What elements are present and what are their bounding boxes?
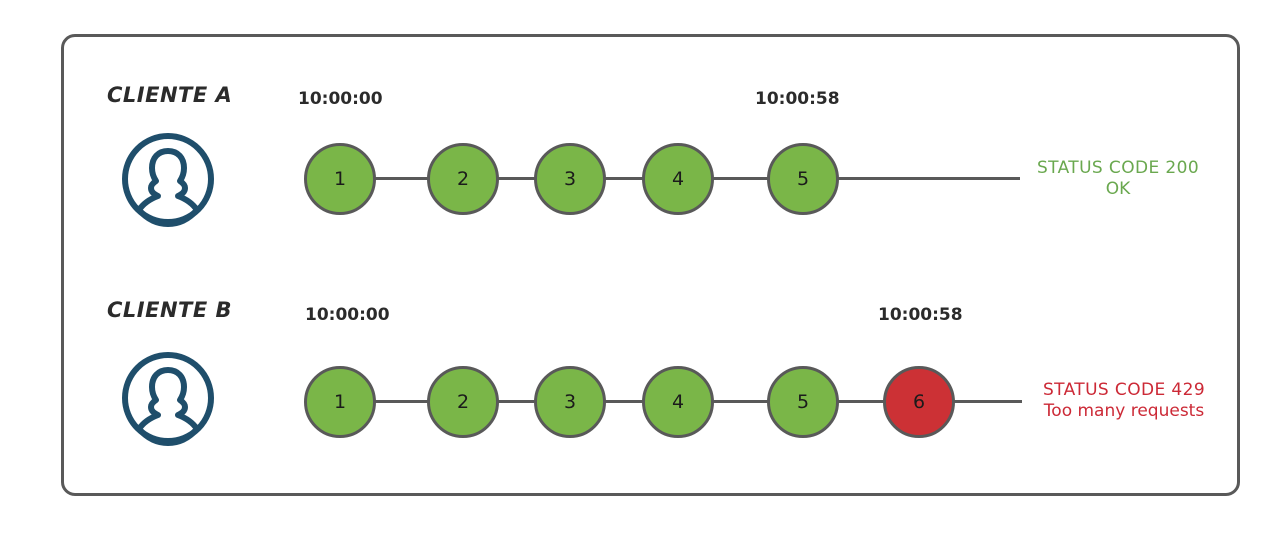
client-a-avatar bbox=[120, 131, 216, 232]
client-b-connector-4-5 bbox=[712, 400, 769, 403]
client-b-start-time: 10:00:00 bbox=[305, 305, 390, 325]
node-number: 5 bbox=[796, 391, 810, 413]
node-number: 5 bbox=[796, 168, 810, 190]
node-number: 1 bbox=[333, 168, 347, 190]
client-b-connector-3-4 bbox=[604, 400, 646, 403]
user-avatar-icon bbox=[122, 352, 214, 446]
client-b-connector-tail bbox=[953, 400, 1022, 403]
client-a-request-node-1[interactable]: 1 bbox=[304, 143, 376, 215]
client-a-connector-1-2 bbox=[374, 177, 430, 180]
node-number: 3 bbox=[563, 391, 577, 413]
status-detail-line: Too many requests bbox=[1043, 401, 1205, 422]
client-b-connector-5-6 bbox=[837, 400, 887, 403]
client-a-connector-4-5 bbox=[712, 177, 769, 180]
node-number: 6 bbox=[912, 391, 926, 413]
client-b-request-node-4[interactable]: 4 bbox=[642, 366, 714, 438]
diagram-frame bbox=[61, 34, 1240, 496]
user-avatar-icon bbox=[122, 133, 214, 227]
client-b-request-node-1[interactable]: 1 bbox=[304, 366, 376, 438]
client-b-request-node-3[interactable]: 3 bbox=[534, 366, 606, 438]
node-number: 3 bbox=[563, 168, 577, 190]
client-b-label: CLIENTE B bbox=[107, 298, 233, 322]
client-a-label: CLIENTE A bbox=[107, 83, 233, 107]
client-b-request-node-6[interactable]: 6 bbox=[883, 366, 955, 438]
client-a-connector-3-4 bbox=[604, 177, 646, 180]
node-number: 4 bbox=[671, 391, 685, 413]
client-a-request-node-2[interactable]: 2 bbox=[427, 143, 499, 215]
status-code-line: STATUS CODE 200 bbox=[1036, 158, 1200, 178]
client-a-end-time: 10:00:58 bbox=[755, 89, 840, 109]
client-a-start-time: 10:00:00 bbox=[298, 89, 383, 109]
client-a-connector-tail bbox=[837, 177, 1020, 180]
node-number: 2 bbox=[456, 391, 470, 413]
client-b-avatar bbox=[120, 350, 216, 451]
client-a-request-node-3[interactable]: 3 bbox=[534, 143, 606, 215]
node-number: 1 bbox=[333, 391, 347, 413]
client-b-connector-2-3 bbox=[497, 400, 537, 403]
node-number: 2 bbox=[456, 168, 470, 190]
client-a-connector-2-3 bbox=[497, 177, 537, 180]
client-a-request-node-5[interactable]: 5 bbox=[767, 143, 839, 215]
node-number: 4 bbox=[671, 168, 685, 190]
client-b-end-time: 10:00:58 bbox=[878, 305, 963, 325]
status-code-line: STATUS CODE 429 bbox=[1042, 380, 1206, 400]
client-b-request-node-2[interactable]: 2 bbox=[427, 366, 499, 438]
client-a-request-node-4[interactable]: 4 bbox=[642, 143, 714, 215]
client-a-status-message: STATUS CODE 200 OK bbox=[1028, 158, 1208, 201]
client-b-connector-1-2 bbox=[374, 400, 430, 403]
client-b-request-node-5[interactable]: 5 bbox=[767, 366, 839, 438]
client-b-status-message: STATUS CODE 429 Too many requests bbox=[1028, 380, 1220, 423]
status-detail-line: OK bbox=[1105, 179, 1131, 200]
